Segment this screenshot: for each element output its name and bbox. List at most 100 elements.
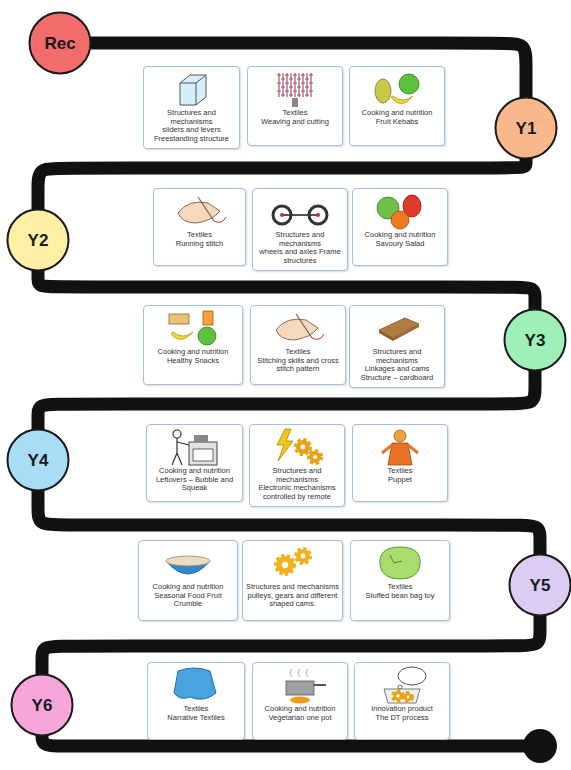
- topic-heading: Structures and mechanisms: [147, 109, 236, 126]
- idea-icon: [370, 665, 434, 705]
- topic-card: TextilesStuffed bean bag toy: [350, 540, 450, 621]
- topic-heading: Cooking and nutrition: [256, 705, 344, 714]
- year-circle: Y6: [10, 673, 74, 737]
- icon-shape: [382, 445, 418, 453]
- icon-shape: [286, 73, 287, 97]
- stove-icon: [163, 427, 227, 467]
- topic-card: Cooking and nutritionLeftovers – Bubble …: [146, 424, 243, 502]
- icon-shape: [301, 445, 306, 450]
- topic-text: pulleys, gears and different shaped cams…: [246, 592, 339, 609]
- icon-shape: [277, 86, 313, 87]
- topic-text: Puppet: [356, 476, 444, 485]
- topic-heading: Textiles: [251, 109, 339, 118]
- icon-shape: [393, 691, 403, 701]
- icon-shape: [298, 73, 299, 97]
- fruit-icon: [365, 69, 429, 109]
- icon-shape: [180, 75, 206, 105]
- topic-text: Running stitch: [157, 240, 242, 249]
- circle-fill: [30, 13, 91, 74]
- icon-shape: [384, 689, 420, 703]
- year-circle: Y2: [6, 208, 70, 272]
- icon-shape: [198, 197, 214, 221]
- topic-text: Savoury Salad: [356, 240, 444, 249]
- icon-shape: [174, 668, 216, 699]
- topic-text: wheels and axles Frame structures: [256, 248, 344, 265]
- icon-shape: [282, 214, 318, 216]
- icon-shape: [306, 73, 307, 97]
- icon-shape: [296, 549, 310, 563]
- topic-heading: Structures and mechanisms: [246, 583, 339, 592]
- topic-text: The DT process: [358, 714, 446, 723]
- cube-icon: [160, 69, 224, 109]
- icon-shape: [203, 311, 213, 325]
- circle-fill: [12, 675, 73, 736]
- topic-card: Structures and mechanismspulleys, gears …: [242, 540, 343, 621]
- icon-shape: [391, 96, 413, 104]
- topic-heading: Structures and mechanisms: [256, 231, 344, 248]
- topic-heading: Cooking and nutrition: [353, 109, 441, 118]
- icon-shape: [166, 556, 210, 566]
- icon-shape: [294, 73, 295, 97]
- icon-shape: [169, 314, 189, 324]
- icon-shape: [198, 327, 216, 345]
- topic-heading: Textiles: [157, 231, 242, 240]
- topic-text: Electronic mechanisms controlled by remo…: [253, 484, 341, 501]
- topic-card: TextilesRunning stitch: [153, 188, 246, 266]
- icon-shape: [390, 555, 402, 563]
- icon-shape: [282, 73, 283, 97]
- year-label: Y5: [530, 577, 551, 594]
- topic-card: TextilesWeaving and cutting: [247, 66, 343, 146]
- year-label: Y2: [28, 232, 49, 249]
- topic-card: Cooking and nutritionVegetarian one pot: [252, 662, 348, 740]
- topic-text: Seasonal Food Fruit Crumble: [142, 592, 234, 609]
- road-edges: [38, 43, 540, 674]
- topic-heading: Cooking and nutrition: [142, 583, 234, 592]
- icon-shape: [290, 73, 291, 97]
- road-end-dot: [523, 729, 557, 763]
- year-label: Rec: [44, 35, 75, 52]
- topic-text: Stuffed bean bag toy: [354, 592, 446, 601]
- topic-card: Innovation productThe DT process: [354, 662, 450, 740]
- icon-shape: [290, 669, 308, 677]
- icon-shape: [180, 75, 206, 105]
- topic-heading: Cooking and nutrition: [147, 348, 239, 357]
- puppet-icon: [368, 427, 432, 467]
- icon-shape: [277, 429, 293, 461]
- veg-icon: [368, 191, 432, 231]
- icon-shape: [277, 82, 313, 83]
- topic-card: TextilesPuppet: [352, 424, 448, 502]
- year-circle: Y5: [508, 553, 571, 617]
- topic-heading: Cooking and nutrition: [356, 231, 444, 240]
- icon-shape: [189, 442, 217, 465]
- topic-card: Cooking and nutritionFruit Kebabs: [349, 66, 445, 146]
- icon-shape: [286, 681, 314, 695]
- topic-heading: Textiles: [354, 583, 446, 592]
- year-label: Y3: [525, 332, 546, 349]
- icon-shape: [391, 211, 409, 229]
- icon-shape: [309, 206, 327, 224]
- icon-shape: [302, 73, 303, 97]
- icon-shape: [277, 94, 313, 95]
- icon-shape: [379, 330, 393, 341]
- icon-shape: [399, 74, 419, 94]
- board-icon: [365, 308, 429, 348]
- icon-shape: [398, 685, 402, 689]
- topic-card: Cooking and nutritionHealthy Snacks: [143, 305, 243, 385]
- topic-heading: Textiles: [254, 348, 342, 357]
- topic-text: Stitching skills and cross stitch patter…: [254, 357, 342, 374]
- circle-fill: [8, 430, 69, 491]
- icon-shape: [296, 314, 312, 338]
- circle-fill: [505, 310, 566, 371]
- topic-text: Leftovers – Bubble and Squeak: [150, 476, 239, 493]
- topic-heading: Cooking and nutrition: [150, 467, 239, 476]
- topic-card: Structures and mechanismswheels and axle…: [252, 188, 348, 271]
- icon-shape: [171, 332, 193, 340]
- icon-shape: [380, 547, 420, 579]
- pot-icon: [268, 665, 332, 705]
- circle-fill: [510, 555, 571, 616]
- topic-heading: Structures and mechanisms: [253, 467, 341, 484]
- icon-shape: [276, 556, 294, 574]
- topic-card: TextilesStitching skills and cross stitc…: [250, 305, 346, 385]
- topic-heading: Textiles: [151, 705, 241, 714]
